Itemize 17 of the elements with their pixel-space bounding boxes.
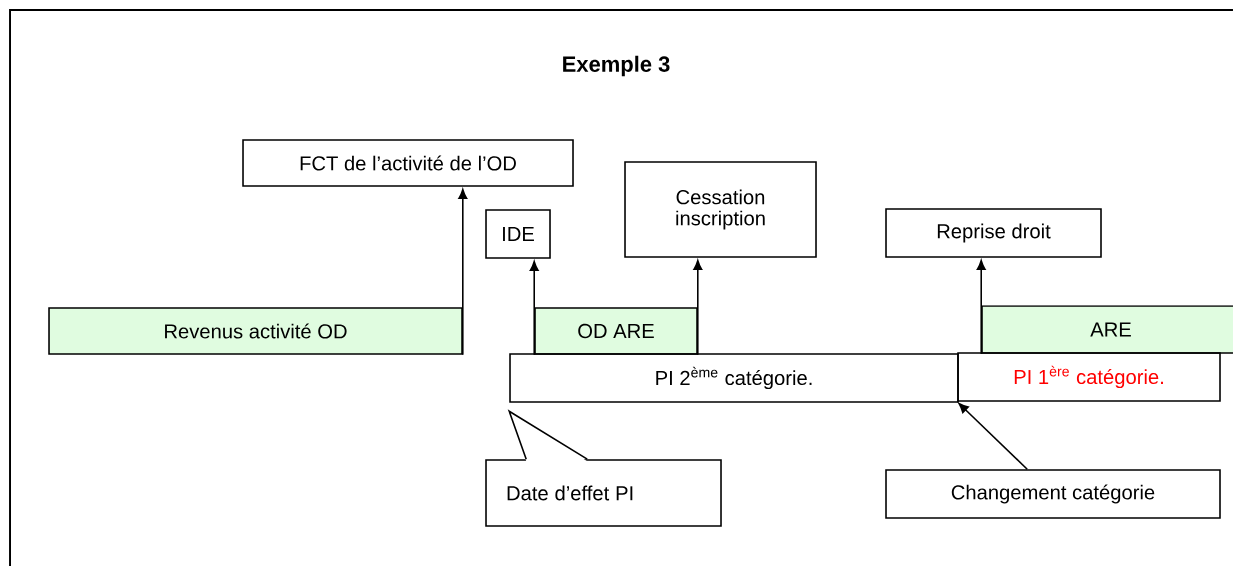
- callout-box: Date d’effet PI: [485, 409, 722, 527]
- arrow: [958, 403, 1028, 470]
- arrow: [458, 188, 468, 356]
- period-bar: ARE: [981, 305, 1233, 354]
- period-bar: Revenus activité OD: [48, 307, 463, 355]
- arrow: [693, 259, 703, 356]
- title: Exemple 3: [563, 55, 670, 77]
- event-box: IDE: [485, 209, 551, 259]
- event-box: Reprise droit: [885, 208, 1102, 258]
- event-box: FCT de l’activité de l’OD: [242, 139, 574, 187]
- period-bar: PI 2$^{ème}$ catégorie.: [509, 353, 959, 403]
- note-box: Changement catégorie: [885, 469, 1221, 519]
- event-box: Cessation inscription: [624, 161, 817, 258]
- period-bar: PI 1$^{ère}$ catégorie.: [957, 352, 1221, 402]
- arrow: [976, 259, 986, 355]
- period-bar: OD ARE: [534, 307, 698, 355]
- arrow: [529, 260, 539, 356]
